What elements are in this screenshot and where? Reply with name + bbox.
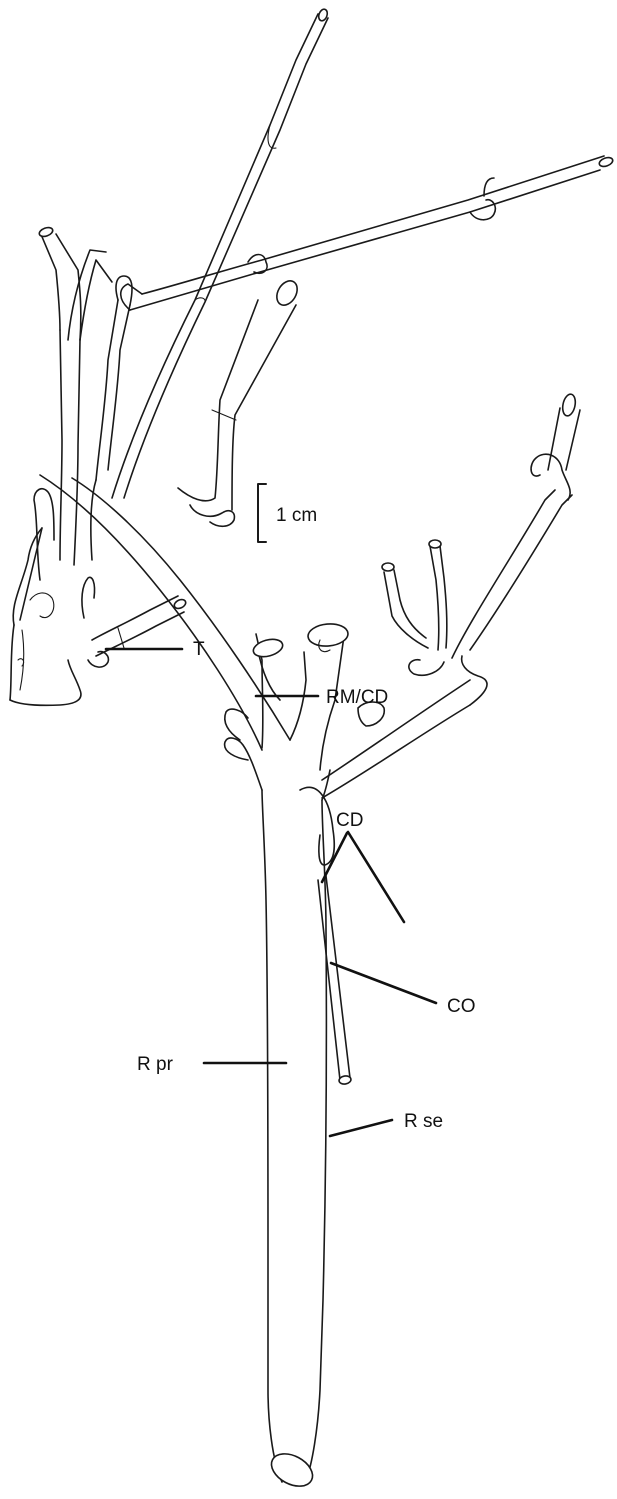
right-forks (382, 540, 447, 675)
secondary-root (318, 876, 352, 1085)
label-r-se: R se (404, 1111, 443, 1132)
left-tuft (10, 226, 132, 706)
scale-bar-label: 1 cm (276, 505, 317, 526)
label-rm-cd: RM/CD (326, 687, 388, 708)
label-r-pr: R pr (137, 1054, 174, 1075)
primary-root (262, 787, 334, 1492)
long-slender-branch (112, 8, 329, 498)
labels: T RM/CD CD CO R pr R se (137, 639, 476, 1132)
left-major-branch (40, 475, 290, 750)
rm-cd-branch (178, 277, 301, 526)
scale-bar: 1 cm (258, 484, 317, 542)
label-cd: CD (336, 810, 363, 831)
t-region-branches (82, 577, 187, 667)
right-branch (322, 393, 580, 798)
upper-right-branch (121, 156, 614, 310)
label-t: T (193, 639, 205, 660)
label-co: CO (447, 996, 476, 1017)
collar-region (225, 709, 330, 800)
